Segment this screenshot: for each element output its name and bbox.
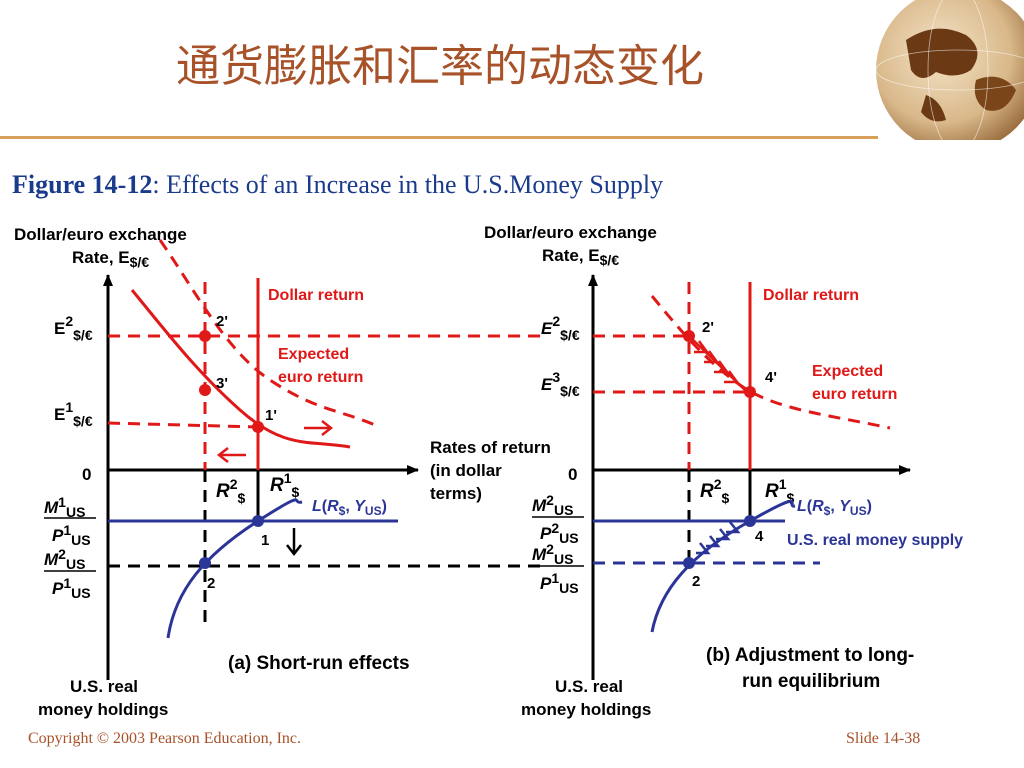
panel-b-origin: 0 <box>568 465 577 484</box>
panel-a-point-2prime <box>199 330 211 342</box>
panel-a-label-1prime: 1' <box>265 407 277 424</box>
panel-a-point-2 <box>199 557 211 569</box>
panel-a-expected-label-line1: Expected <box>278 346 349 363</box>
slide-number: Slide 14-38 <box>846 730 921 747</box>
panel-a-label-1: 1 <box>261 532 269 549</box>
svg-text:M1US: M1US <box>44 494 85 520</box>
panel-a-r2-label: R2$ <box>216 476 246 506</box>
globe-icon <box>875 0 1024 140</box>
panel-b-point-2 <box>683 557 695 569</box>
svg-text:P1US: P1US <box>52 522 91 548</box>
panel-a-bottom-label-line2: money holdings <box>38 700 168 719</box>
panel-b-expected-label-line1: Expected <box>812 363 883 380</box>
panel-b-adjustment-arrows-blue <box>696 521 741 555</box>
panel-a-label-3prime: 3' <box>216 375 228 392</box>
panel-b-caption-line1: (b) Adjustment to long- <box>706 645 914 666</box>
panel-a: Dollar/euro exchange Rate, E$/€ Dollar r… <box>14 225 551 719</box>
panel-b-real-money-supply-label: U.S. real money supply <box>787 532 963 549</box>
x-axis-label-line1: Rates of return <box>430 438 551 457</box>
panel-a-point-3prime <box>199 384 211 396</box>
panel-b-r2-label: R2$ <box>700 476 730 506</box>
panel-b-label-2prime: 2' <box>702 319 714 336</box>
panel-b-point-2prime <box>683 330 695 342</box>
panel-b-expected-label-line2: euro return <box>812 386 897 403</box>
panel-a-e2-label: E2$/€ <box>54 313 93 343</box>
panel-b-l-curve-label: L(R$, YUS) <box>797 498 872 518</box>
title-divider <box>0 136 878 139</box>
panel-b-label-4prime: 4' <box>765 369 777 386</box>
x-axis-label-line2: (in dollar <box>430 461 502 480</box>
panel-a-label-2: 2 <box>207 575 215 592</box>
panel-b-e2-label: E2$/€ <box>541 313 580 343</box>
figure-number: Figure 14-12 <box>12 170 153 199</box>
panel-a-left-arrow <box>216 447 246 463</box>
panel-b-real-money-fraction-2: M2US P1US <box>532 541 584 596</box>
panel-b-caption-line2: run equilibrium <box>742 671 880 692</box>
panel-a-y-label-line2: Rate, E$/€ <box>72 248 149 270</box>
panel-b-dollar-return-label: Dollar return <box>763 287 859 304</box>
panel-a-expected-label-line2: euro return <box>278 369 363 386</box>
panel-a-expected-euro-return-dashed <box>158 239 376 427</box>
panel-b-r1-label: R1$ <box>765 476 795 506</box>
panel-b-point-4prime <box>744 386 756 398</box>
svg-text:M2US: M2US <box>44 546 85 572</box>
panel-a-origin: 0 <box>82 465 91 484</box>
panel-a-caption: (a) Short-run effects <box>228 653 410 674</box>
panel-b-adjustment-arrows-red <box>688 335 746 391</box>
panel-b-e3-label: E3$/€ <box>541 369 580 399</box>
panel-a-bottom-label-line1: U.S. real <box>70 677 138 696</box>
svg-text:M2US: M2US <box>532 541 573 567</box>
panel-a-real-money-fraction-2: M2US P1US <box>44 546 96 601</box>
slide-title: 通货膨胀和汇率的动态变化 <box>176 41 704 92</box>
panel-a-r1-label: R1$ <box>270 470 300 500</box>
panel-b-y-label-line1: Dollar/euro exchange <box>484 223 657 242</box>
panel-b: Dollar/euro exchange Rate, E$/€ Dollar r… <box>484 223 963 719</box>
panel-a-dollar-return-label: Dollar return <box>268 287 364 304</box>
panel-b-bottom-label-line2: money holdings <box>521 700 651 719</box>
copyright-notice: Copyright © 2003 Pearson Education, Inc. <box>28 730 301 747</box>
panel-b-point-4 <box>744 515 756 527</box>
svg-text:P2US: P2US <box>540 520 579 546</box>
panel-a-y-label-line1: Dollar/euro exchange <box>14 225 187 244</box>
panel-a-e1-dashed-line <box>107 421 259 429</box>
panel-a-label-2prime: 2' <box>216 313 228 330</box>
panel-a-e1-label: E1$/€ <box>54 399 93 429</box>
panel-b-label-2: 2 <box>692 573 700 590</box>
figure-caption: : Effects of an Increase in the U.S.Mone… <box>152 170 664 199</box>
panel-a-down-arrow <box>286 528 302 557</box>
panel-b-real-money-fraction-1: M2US P2US <box>532 492 584 546</box>
svg-text:M2US: M2US <box>532 492 573 518</box>
panel-a-l-curve-label: L(R$, YUS) <box>312 498 387 518</box>
figure-title: Figure 14-12: Effects of an Increase in … <box>12 170 663 200</box>
panel-a-real-money-fraction-1: M1US P1US <box>44 494 96 548</box>
panel-a-point-1prime <box>252 421 264 433</box>
svg-text:P1US: P1US <box>52 575 91 601</box>
panel-b-bottom-label-line1: U.S. real <box>555 677 623 696</box>
panel-a-expected-euro-return-solid <box>130 289 351 449</box>
x-axis-label-line3: terms) <box>430 484 482 503</box>
panel-a-right-arrow <box>304 420 334 436</box>
panel-b-y-label-line2: Rate, E$/€ <box>542 246 619 268</box>
panel-a-point-1 <box>252 515 264 527</box>
panel-b-label-4: 4 <box>755 528 764 545</box>
svg-text:P1US: P1US <box>540 570 579 596</box>
